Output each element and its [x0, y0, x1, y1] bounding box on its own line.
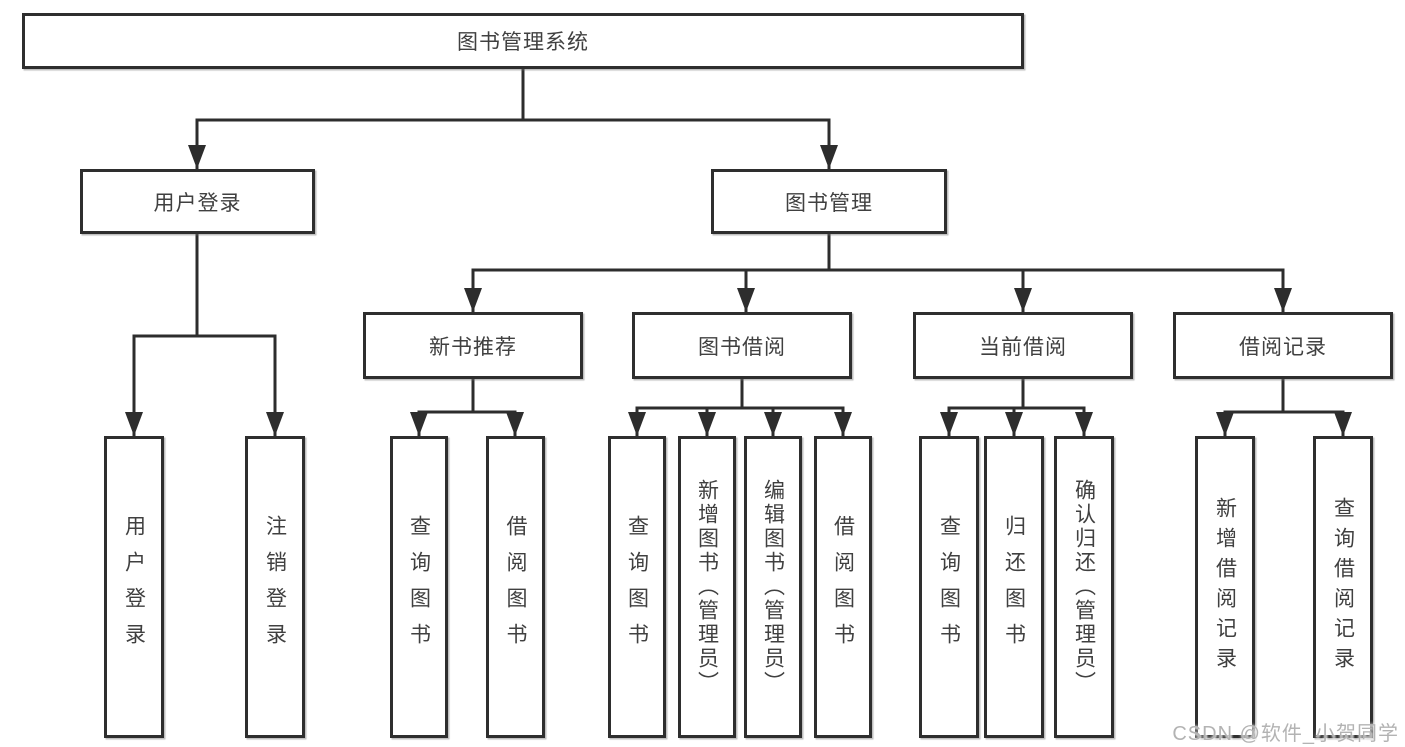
node-borrowing-records: 借阅记录 — [1173, 312, 1393, 379]
arrowhead-icon — [1216, 412, 1234, 436]
arrowhead-icon — [698, 412, 716, 436]
arrowhead-icon — [410, 412, 428, 436]
arrowhead-icon — [764, 412, 782, 436]
node-label: 新书推荐 — [429, 335, 517, 359]
leaf-label: 注销登录 — [263, 515, 287, 659]
node-label: 用户登录 — [153, 191, 242, 215]
leaf-label: 编辑图书（管理员） — [761, 479, 785, 695]
connector-user-login-to-leaves — [132, 232, 277, 438]
leaf-label: 查询图书 — [625, 515, 649, 659]
leaf-add-books-admin: 新增图书（管理员） — [678, 436, 736, 738]
leaf-label: 借阅图书 — [504, 515, 527, 659]
leaf-confirm-return-admin: 确认归还（管理员） — [1054, 436, 1114, 738]
leaf-label: 查询图书 — [407, 515, 431, 659]
arrowhead-icon — [834, 412, 852, 436]
leaf-edit-books-admin: 编辑图书（管理员） — [744, 436, 802, 738]
connector-new-book-recommendation-to-leaves — [417, 377, 517, 438]
node-label: 图书借阅 — [698, 335, 786, 359]
leaf-query-borrowing-record: 查询借阅记录 — [1313, 436, 1373, 738]
arrowhead-icon — [940, 412, 958, 436]
leaf-label: 归还图书 — [1002, 515, 1026, 659]
leaf-label: 用户登录 — [122, 515, 146, 659]
arrowhead-icon — [628, 412, 646, 436]
node-library-management-system: 图书管理系统 — [22, 13, 1024, 69]
node-book-borrowing: 图书借阅 — [632, 312, 852, 379]
leaf-label: 新增借阅记录 — [1213, 497, 1237, 677]
leaf-query-books-recommend: 查询图书 — [390, 436, 448, 738]
leaf-borrow-books-borrowing: 借阅图书 — [814, 436, 872, 738]
leaf-label: 查询图书 — [937, 515, 961, 659]
node-current-borrowing: 当前借阅 — [913, 312, 1133, 379]
arrowhead-icon — [737, 288, 755, 312]
arrowhead-icon — [1334, 412, 1352, 436]
arrowhead-icon — [1005, 412, 1023, 436]
connector-borrowing-records-to-leaves — [1223, 377, 1345, 438]
leaf-query-books-current: 查询图书 — [919, 436, 979, 738]
node-label: 图书管理系统 — [457, 31, 589, 54]
node-label: 图书管理 — [785, 191, 873, 215]
leaf-borrow-books-recommend: 借阅图书 — [486, 436, 545, 738]
csdn-watermark: CSDN @软件_小贺同学 — [1172, 723, 1399, 745]
leaf-logout: 注销登录 — [245, 436, 305, 738]
arrowhead-icon — [1075, 412, 1093, 436]
connector-book-borrowing-to-leaves — [635, 377, 845, 438]
arrowhead-icon — [464, 288, 482, 312]
node-label: 当前借阅 — [979, 335, 1067, 359]
node-label: 借阅记录 — [1239, 335, 1327, 359]
arrowhead-icon — [266, 412, 284, 436]
arrowhead-icon — [506, 412, 524, 436]
leaf-label: 借阅图书 — [831, 515, 855, 659]
connector-book-management-to-level3 — [471, 232, 1285, 314]
leaf-return-books: 归还图书 — [984, 436, 1044, 738]
connector-root-to-level2 — [195, 67, 831, 171]
leaf-user-login: 用户登录 — [104, 436, 164, 738]
arrowhead-icon — [125, 412, 143, 436]
arrowhead-icon — [1274, 288, 1292, 312]
leaf-label: 新增图书（管理员） — [695, 479, 719, 695]
node-user-login: 用户登录 — [80, 169, 315, 234]
arrowhead-icon — [820, 145, 838, 169]
arrowhead-icon — [188, 145, 206, 169]
arrowheads — [125, 145, 1352, 436]
leaf-label: 查询借阅记录 — [1331, 497, 1355, 677]
node-book-management: 图书管理 — [711, 169, 947, 234]
leaf-label: 确认归还（管理员） — [1072, 479, 1096, 695]
arrowhead-icon — [1014, 288, 1032, 312]
node-new-book-recommendation: 新书推荐 — [363, 312, 583, 379]
leaf-query-books-borrowing: 查询图书 — [608, 436, 666, 738]
leaf-add-borrowing-record: 新增借阅记录 — [1195, 436, 1255, 738]
